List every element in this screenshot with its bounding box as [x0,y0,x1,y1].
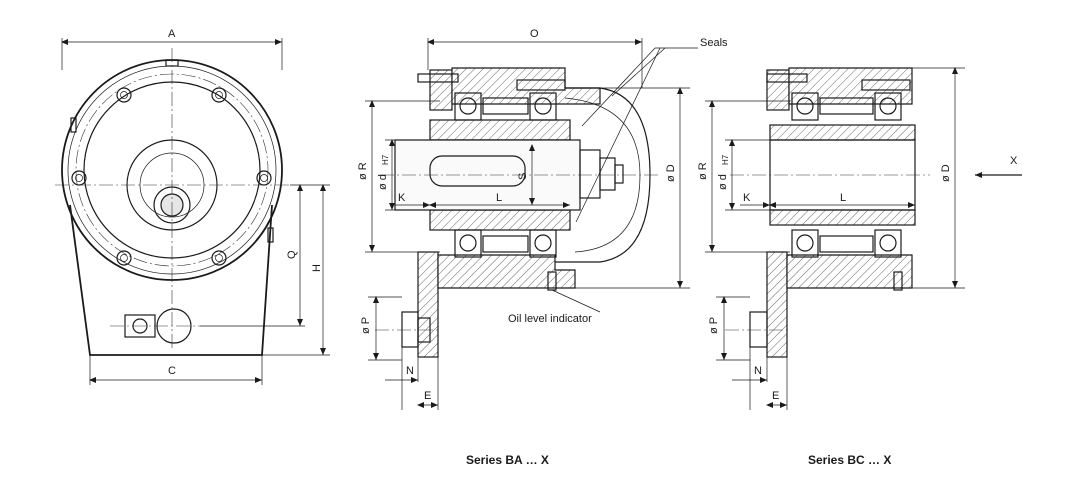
dim-label-n-ba: N [406,365,414,377]
dim-label-h: H [311,264,323,272]
series-bc-section: ø R ø d H7 K L ø D X ø P N E Series BC …… [697,67,1022,467]
dim-label-n-bc: N [754,365,762,377]
caption-series-bc: Series BC … X [808,453,891,467]
dim-label-e-ba: E [424,390,431,402]
dim-label-o: O [530,28,539,40]
dim-label-d-bc: ø d [717,174,729,190]
dim-label-r-bc: ø R [697,162,709,180]
dim-label-d-outer-bc: ø D [940,164,952,182]
dim-label-p-ba: ø P [360,317,372,334]
dim-label-k-ba: K [398,192,406,204]
label-x: X [1010,155,1018,167]
dim-label-l-ba: L [496,192,502,204]
front-view: A C Q H [55,28,330,385]
dim-label-e-bc: E [772,390,779,402]
bearings-ba [454,92,557,258]
dim-label-k-bc: K [743,192,751,204]
label-oil-level: Oil level indicator [508,313,592,325]
dim-label-p-bc: ø P [708,317,720,334]
dim-label-d-outer-ba: ø D [665,164,677,182]
bolt-holes [71,87,272,266]
dim-label-l-bc: L [840,192,846,204]
label-seals-ba: Seals [700,37,728,49]
dim-label-c: C [168,365,176,377]
dim-label-s: S [517,173,529,180]
bearings-bc [791,92,902,258]
caption-series-ba: Series BA … X [466,453,549,467]
dim-label-d-ba: ø d [377,174,389,190]
dim-label-h7-ba: H7 [381,154,390,165]
dim-label-q: Q [286,250,298,259]
dim-label-a: A [168,28,176,40]
dim-label-r-ba: ø R [357,162,369,180]
series-ba-section: O Seals ø R ø d H7 S K L ø D Oil level i… [357,28,728,467]
dim-label-h7-bc: H7 [721,154,730,165]
